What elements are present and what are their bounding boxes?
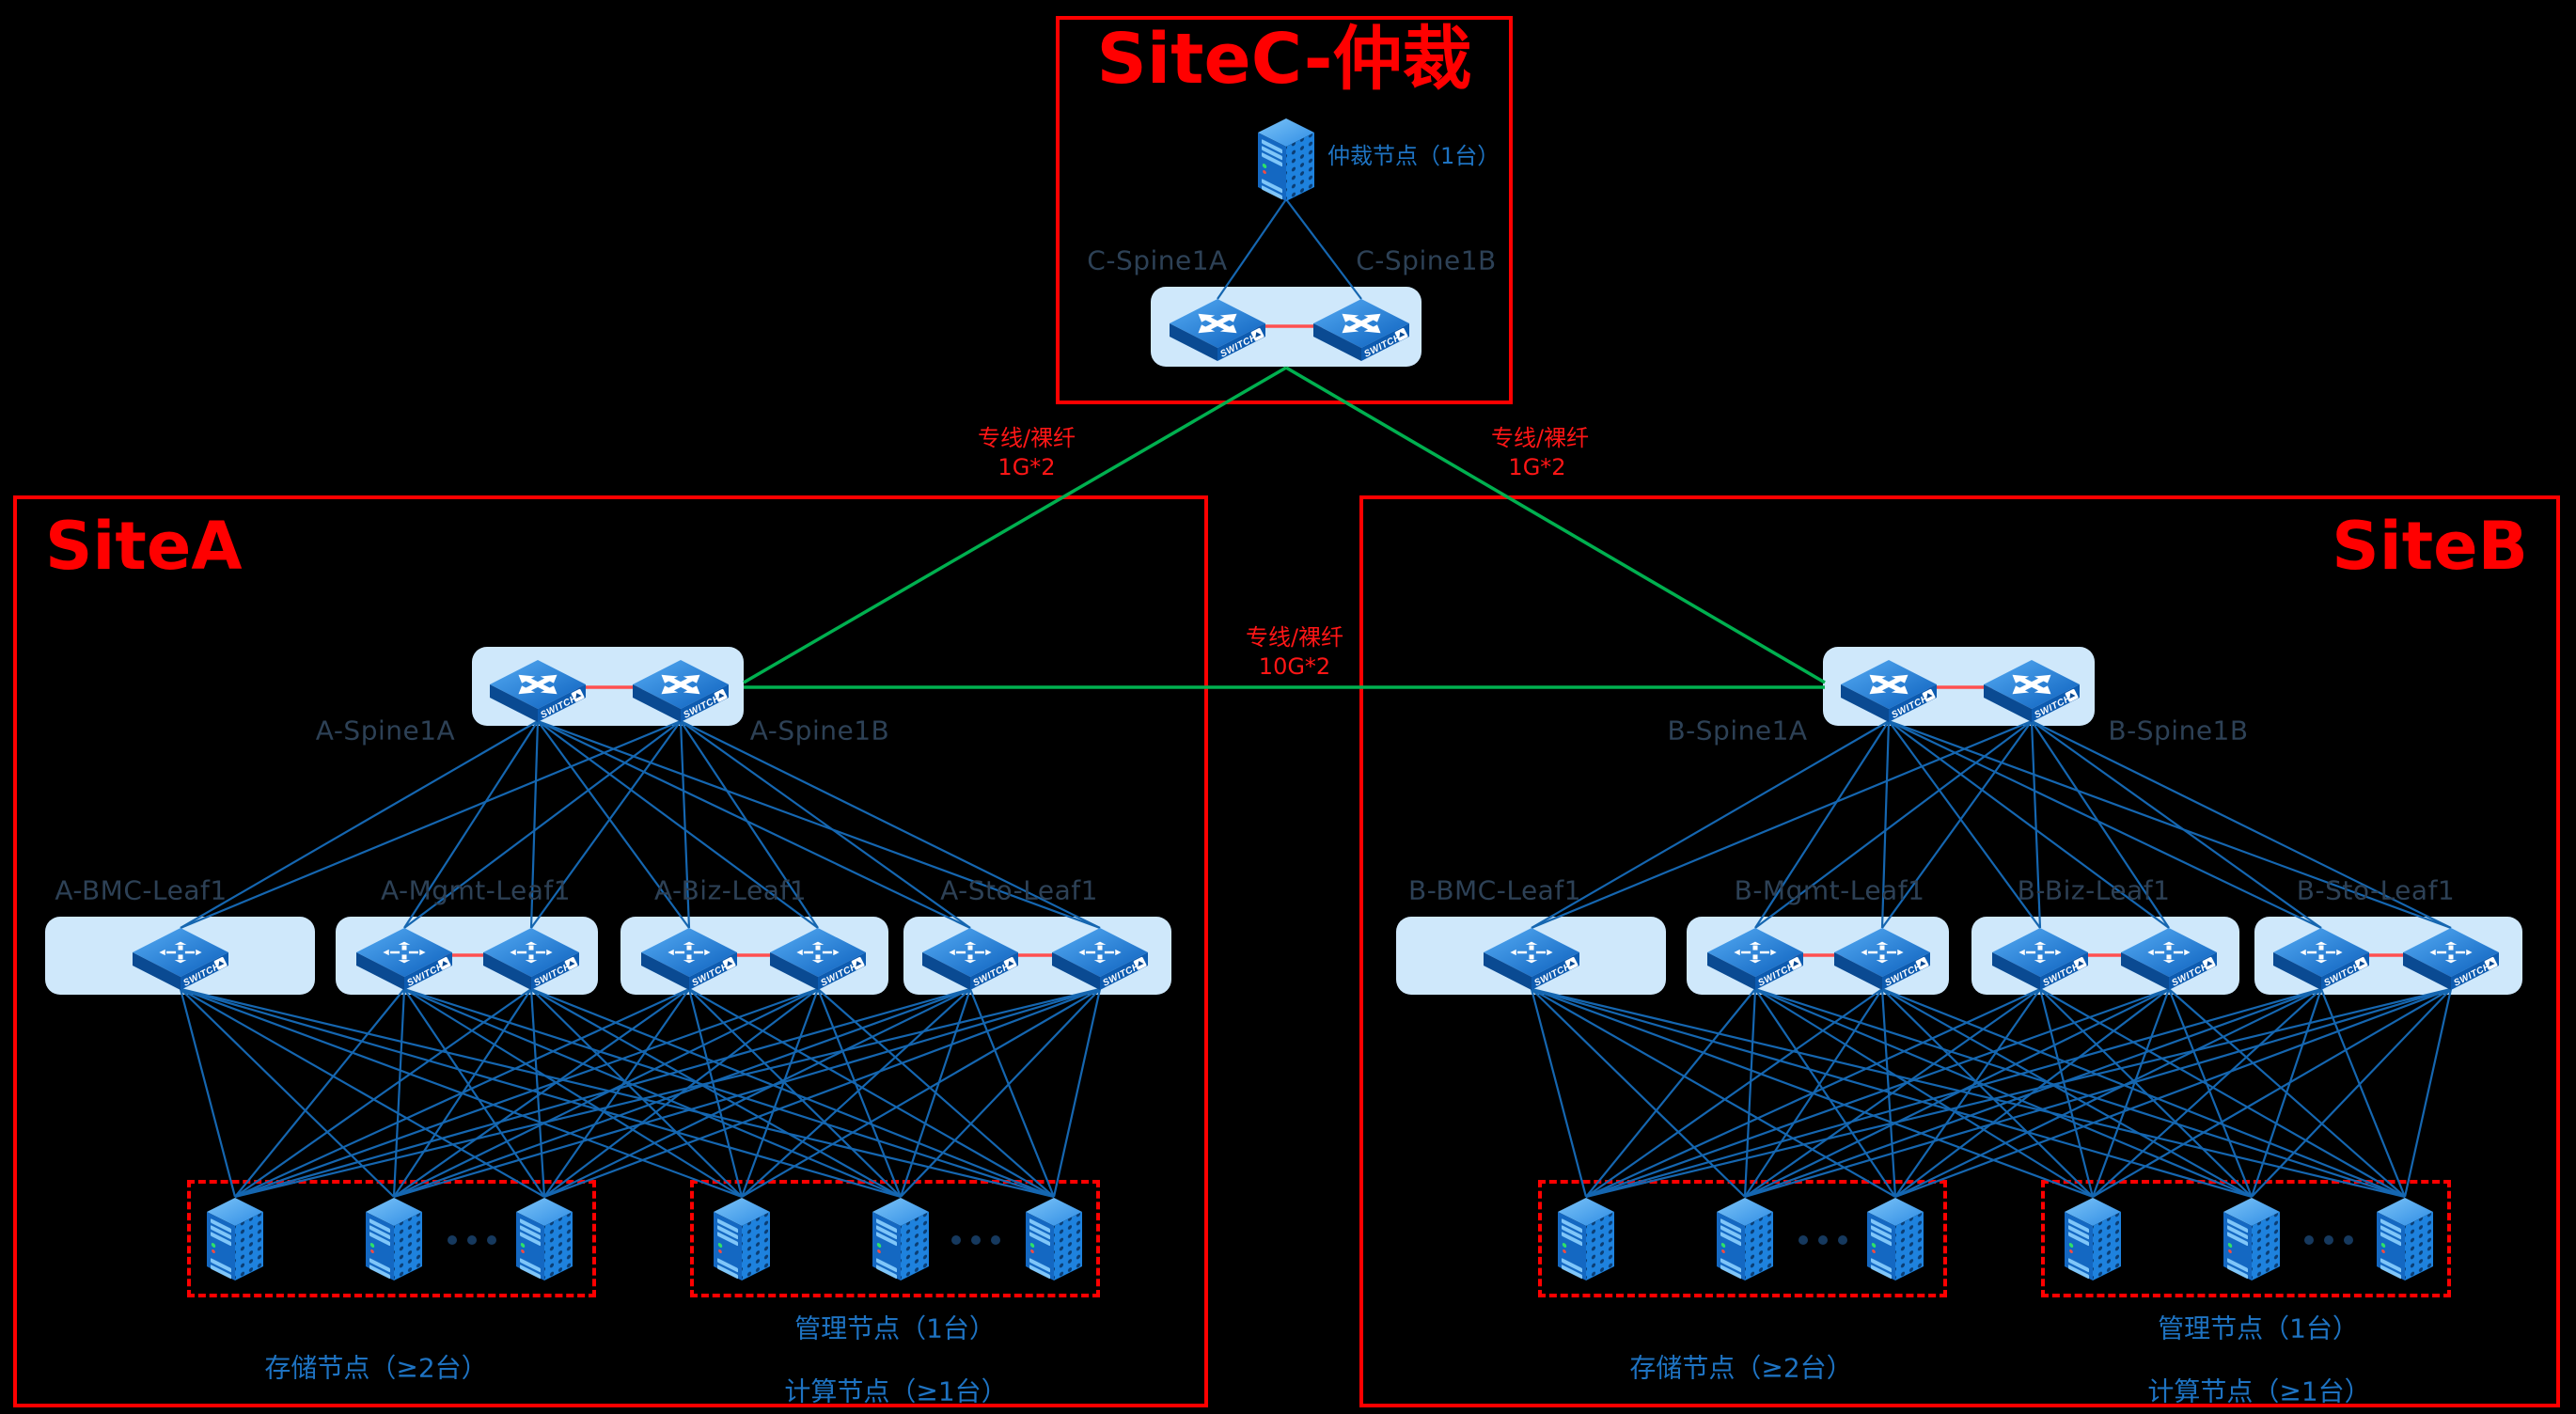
blue-link-b-sp1-b-st2 [1888,719,2452,930]
blue-link-b-sp1-b-bmc1 [1531,720,1890,929]
blue-link-b-sp2-b-st1 [2031,720,2322,929]
blue-link-b-bmc1-b-sto-sv1 [1530,988,1588,1198]
blue-link-a-sp2-a-mg1 [403,720,682,929]
blue-link-a-st2-a-sto-sv1 [234,987,1101,1199]
blue-link-a-sp1-a-st2 [537,719,1101,930]
blue-link-b-bz1-b-sto-sv3 [1894,988,2041,1198]
blue-link-b-mg1-b-sto-sv1 [1585,988,1756,1198]
blue-link-a-st1-a-sto-sv1 [234,987,971,1199]
blue-link-b-mg2-b-mgmt-sv3 [1881,987,2406,1199]
blue-link-a-st2-a-sto-sv2 [393,987,1101,1199]
blue-link-b-sp2-b-mg2 [1881,720,2033,929]
blue-link-b-mg2-b-sto-sv1 [1585,988,1883,1198]
blue-link-b-sp1-b-mg1 [1754,720,1890,929]
blue-link-b-mg1-b-mgmt-sv2 [1754,987,2253,1199]
blue-link-b-st1-b-sto-sv2 [1744,987,2322,1199]
blue-link-a-bz2-a-mgmt-sv1 [740,988,820,1198]
blue-link-a-sp2-a-bz2 [680,720,819,929]
blue-link-a-bz2-a-sto-sv1 [234,987,819,1199]
blue-link-b-sp2-b-st2 [2031,720,2452,929]
blue-link-b-bz2-b-mgmt-sv1 [2091,988,2171,1198]
blue-link-b-bz1-b-mgmt-sv3 [2039,988,2406,1198]
blue-link-b-bmc1-b-sto-sv3 [1531,988,1896,1198]
blue-link-a-mg2-a-sto-sv1 [234,988,532,1198]
blue-link-b-sp1-b-st1 [1888,720,2322,929]
blue-link-a-st2-a-mgmt-sv3 [1052,988,1102,1198]
blue-link-b-sp2-b-mg1 [1754,720,2033,929]
blue-link-b-sp2-b-bmc1 [1531,719,2033,930]
blue-link-b-mg1-b-mgmt-sv3 [1754,987,2406,1199]
blue-link-b-bz2-b-mgmt-sv2 [2167,988,2254,1198]
blue-link-b-st1-b-sto-sv3 [1894,988,2322,1198]
blue-link-b-mg1-b-sto-sv2 [1743,988,1757,1198]
blue-link-a-bz1-a-mgmt-sv1 [687,988,744,1198]
blue-link-b-bz1-b-mgmt-sv1 [2038,988,2095,1198]
blue-link-a-sp1-a-st1 [537,720,971,929]
blue-link-a-st2-a-mgmt-sv1 [741,988,1101,1198]
blue-link-a-bz1-a-mgmt-sv2 [688,988,902,1198]
blue-link-b-st2-b-mgmt-sv2 [2251,988,2452,1198]
blue-link-a-sp2-a-bmc1 [180,719,682,930]
blue-link-b-bz1-b-mgmt-sv2 [2039,988,2253,1198]
blue-link-a-st1-a-mgmt-sv3 [968,988,1056,1198]
blue-link-b-st2-b-sto-sv1 [1585,987,2452,1199]
blue-link-a-mg1-a-mgmt-sv2 [403,987,902,1199]
blue-link-b-st2-b-mgmt-sv3 [2403,988,2453,1198]
blue-link-b-st2-b-sto-sv2 [1744,987,2452,1199]
blue-link-b-sp2-b-bz1 [2030,720,2042,929]
blue-link-b-sp1-b-bz1 [1888,720,2041,929]
blue-link-a-sp1-a-bmc1 [180,720,539,929]
blue-link-b-mg1-b-mgmt-sv1 [1754,988,2094,1198]
blue-link-b-mg1-b-sto-sv3 [1754,988,1896,1198]
blue-link-a-bz1-a-mgmt-sv3 [688,988,1055,1198]
blue-link-a-sp2-a-st2 [680,720,1101,929]
blue-link-a-bz1-a-sto-sv3 [543,988,690,1198]
blue-link-b-st1-b-sto-sv1 [1585,987,2322,1199]
blue-link-a-bz1-a-sto-sv2 [393,988,690,1198]
blue-link-b-mg2-b-sto-sv3 [1880,988,1897,1198]
blue-link-a-sp2-a-bz1 [679,720,691,929]
blue-link-b-bz1-b-sto-sv1 [1585,987,2041,1199]
blue-link-a-mg2-a-mgmt-sv3 [530,987,1055,1199]
blue-link-a-mg1-a-sto-sv3 [403,988,545,1198]
blue-link-b-mg2-b-mgmt-sv1 [1881,988,2094,1198]
blue-link-b-bz2-b-sto-sv1 [1585,987,2170,1199]
blue-link-a-mg1-a-sto-sv2 [392,988,406,1198]
blue-link-a-bmc1-a-sto-sv1 [179,988,237,1198]
blue-link-c-arb-c-sp2 [1285,198,1362,300]
blue-link-a-mg2-a-sto-sv3 [529,988,546,1198]
blue-link-b-st1-b-mgmt-sv1 [2092,988,2322,1198]
blue-link-a-sp2-a-mg2 [530,720,682,929]
blue-link-b-sp1-b-mg2 [1880,720,1891,929]
blue-link-c-arb-c-sp1 [1217,198,1287,300]
blue-link-a-sp2-a-st1 [680,720,971,929]
blue-link-b-bz1-b-sto-sv2 [1744,988,2041,1198]
blue-link-a-bmc1-a-sto-sv3 [180,988,545,1198]
blue-link-b-sp2-b-bz2 [2031,720,2170,929]
blue-link-a-st1-a-sto-sv2 [393,987,971,1199]
blue-link-a-sp1-a-bz2 [537,720,819,929]
blue-link-a-sp1-a-mg2 [529,720,540,929]
blue-link-a-sp1-a-mg1 [403,720,539,929]
blue-link-b-st1-b-mgmt-sv3 [2319,988,2407,1198]
blue-link-a-st2-a-mgmt-sv2 [900,988,1101,1198]
blue-link-a-st1-a-sto-sv3 [543,988,971,1198]
link-sitec-siteb [1285,366,1826,684]
blue-link-a-sp1-a-bz1 [537,720,690,929]
blue-link-a-mg1-a-mgmt-sv3 [403,987,1055,1199]
blue-link-b-sp1-b-bz2 [1888,720,2170,929]
blue-link-b-st2-b-mgmt-sv1 [2092,988,2452,1198]
blue-link-a-bz2-a-mgmt-sv2 [816,988,903,1198]
blue-link-a-mg1-a-mgmt-sv1 [403,988,743,1198]
blue-link-b-st2-b-sto-sv3 [1894,987,2452,1199]
blue-link-a-mg2-a-mgmt-sv1 [530,988,743,1198]
link-sitec-sitea [743,366,1287,684]
blue-link-a-st2-a-sto-sv3 [543,987,1101,1199]
blue-link-a-bz1-a-sto-sv1 [234,987,690,1199]
blue-link-a-mg1-a-sto-sv1 [234,988,405,1198]
blue-link-a-st1-a-mgmt-sv1 [741,988,971,1198]
